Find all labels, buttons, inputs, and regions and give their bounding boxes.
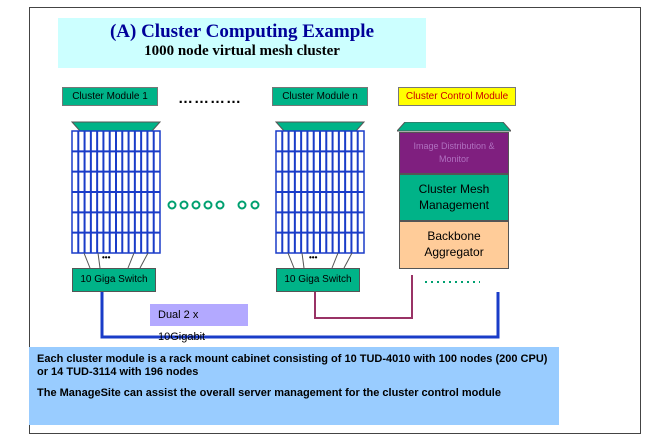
giga-switch-right: 10 Giga Switch [276,268,360,292]
image-distribution-monitor: Image Distribution & Monitor [399,132,509,174]
slide-frame [29,7,641,434]
note-line-2: The ManageSite can assist the overall se… [37,387,501,399]
cluster-module-n-label: Cluster Module n [272,87,368,106]
rack-module-1 [70,121,162,254]
rackn-switch-links [287,252,353,269]
rack1-switch-links [83,252,149,269]
cluster-control-module-label: Cluster Control Module [398,87,516,106]
module-ellipsis: ………… [178,90,242,107]
note-line-1: Each cluster module is a rack mount cabi… [37,353,548,378]
diagram-title: (A) Cluster Computing Example [109,21,375,42]
notes-box: Each cluster module is a rack mount cabi… [29,347,559,425]
rack-ellipsis-dots [167,200,260,210]
dual-10gigabit-label: Dual 2 x 10Gigabit [150,304,248,343]
cluster-module-1-label: Cluster Module 1 [62,87,158,106]
backbone-aggregator: Backbone Aggregator [399,221,509,269]
switch-dots-left: ••• [102,253,111,262]
rack-module-n [274,121,366,254]
control-module-rack: Image Distribution & Monitor Cluster Mes… [397,122,511,269]
title-box: (A) Cluster Computing Example 1000 node … [58,18,426,68]
switch-dots-right: ••• [309,253,318,262]
cluster-mesh-management: Cluster Mesh Management [399,174,509,221]
diagram-subtitle: 1000 node virtual mesh cluster [144,43,340,59]
maroon-link-cable [314,275,413,319]
control-rack-cap [397,122,511,132]
blue-backbone-cable [100,292,500,339]
giga-switch-left: 10 Giga Switch [72,268,156,292]
